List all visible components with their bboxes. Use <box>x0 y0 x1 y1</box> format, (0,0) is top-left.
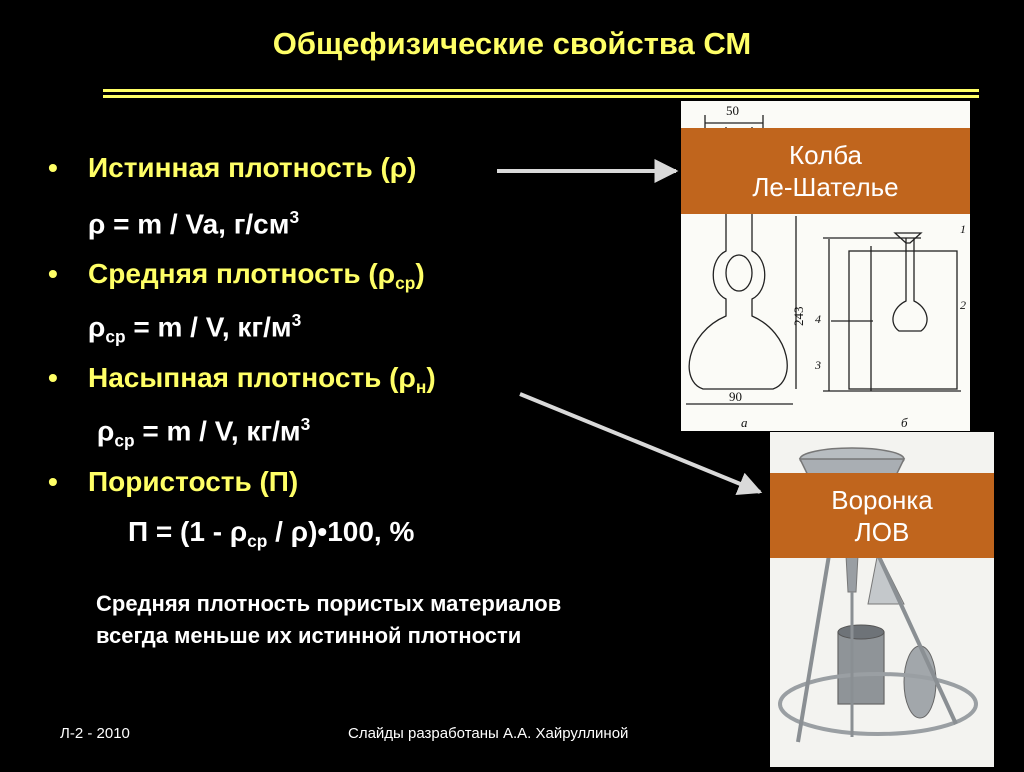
formula-porosity: П = (1 - ρср / ρ)•100, % <box>128 516 414 552</box>
formula-average-density: ρср = m / V, кг/м3 <box>88 310 301 347</box>
title-underline-top <box>103 89 979 92</box>
bullet-bulk-density: • Насыпная плотность (ρн) <box>48 362 436 398</box>
bullet-label-sub: ср <box>395 273 416 294</box>
bullet-true-density: • Истинная плотность (ρ) <box>48 152 416 184</box>
caption-b: б <box>901 415 908 430</box>
footer-left: Л-2 - 2010 <box>60 725 130 742</box>
formula-sup: 3 <box>300 414 311 434</box>
flask-label-line-2: Ле-Шателье <box>752 172 899 202</box>
bullet-dot: • <box>48 362 58 393</box>
funnel-label-line-2: ЛОВ <box>854 516 910 547</box>
callout-3: 3 <box>814 358 821 372</box>
callout-1: 1 <box>960 222 966 236</box>
bullet-label-end: ) <box>426 362 436 393</box>
bullet-dot: • <box>48 152 58 183</box>
caption-a: а <box>741 415 748 430</box>
flask-label: Колба Ле-Шателье <box>681 128 970 214</box>
note-line-1: Средняя плотность пористых материалов <box>96 591 562 616</box>
dim-bottom-label: 90 <box>729 389 742 404</box>
formula-text: = m / V, кг/м <box>125 311 292 343</box>
formula-text-post: / ρ)•100, % <box>267 516 415 547</box>
dim-height-label: 243 <box>791 307 806 327</box>
bullet-label: Пористость (П) <box>88 466 299 497</box>
bullet-label: Истинная плотность (ρ) <box>88 152 417 183</box>
funnel-label-line-1: Воронка <box>831 484 933 515</box>
formula-true-density: ρ = m / Va, г/см3 <box>88 207 299 240</box>
formula-sup: 3 <box>289 207 300 227</box>
formula-text-pre: П = (1 - ρ <box>128 516 248 547</box>
note-line-2: всегда меньше их истинной плотности <box>96 623 522 648</box>
flask-label-line-1: Колба <box>789 140 862 170</box>
funnel-label: Воронка ЛОВ <box>770 473 994 558</box>
formula-sub: ср <box>247 531 268 552</box>
formula-text: ρ = m / Va, г/см <box>88 208 290 240</box>
slide-title: Общефизические свойства СМ <box>272 26 752 61</box>
bullet-average-density: • Средняя плотность (ρср) <box>48 258 425 294</box>
footer-center: Слайды разработаны А.А. Хайруллиной <box>348 725 629 742</box>
dim-top-label: 50 <box>726 103 739 118</box>
bullet-dot: • <box>48 466 58 497</box>
formula-sub: ср <box>105 326 126 347</box>
callout-2: 2 <box>960 298 966 312</box>
bullet-dot: • <box>48 258 58 289</box>
formula-sub: ср <box>114 430 135 451</box>
arrow-to-funnel <box>519 392 763 495</box>
title-underline-bottom <box>103 95 979 98</box>
formula-bulk-density: ρср = m / V, кг/м3 <box>97 414 310 451</box>
bullet-porosity: • Пористость (П) <box>48 466 298 498</box>
formula-rho: ρ <box>88 311 106 343</box>
formula-sup: 3 <box>291 310 302 330</box>
formula-text: = m / V, кг/м <box>134 415 301 447</box>
bullet-label: Насыпная плотность (ρ <box>88 362 416 393</box>
callout-4: 4 <box>815 312 821 326</box>
bullet-label-end: ) <box>415 258 425 289</box>
bullet-label-sub: н <box>415 377 427 398</box>
formula-rho: ρ <box>97 415 115 447</box>
bullet-label: Средняя плотность (ρ <box>88 258 396 289</box>
